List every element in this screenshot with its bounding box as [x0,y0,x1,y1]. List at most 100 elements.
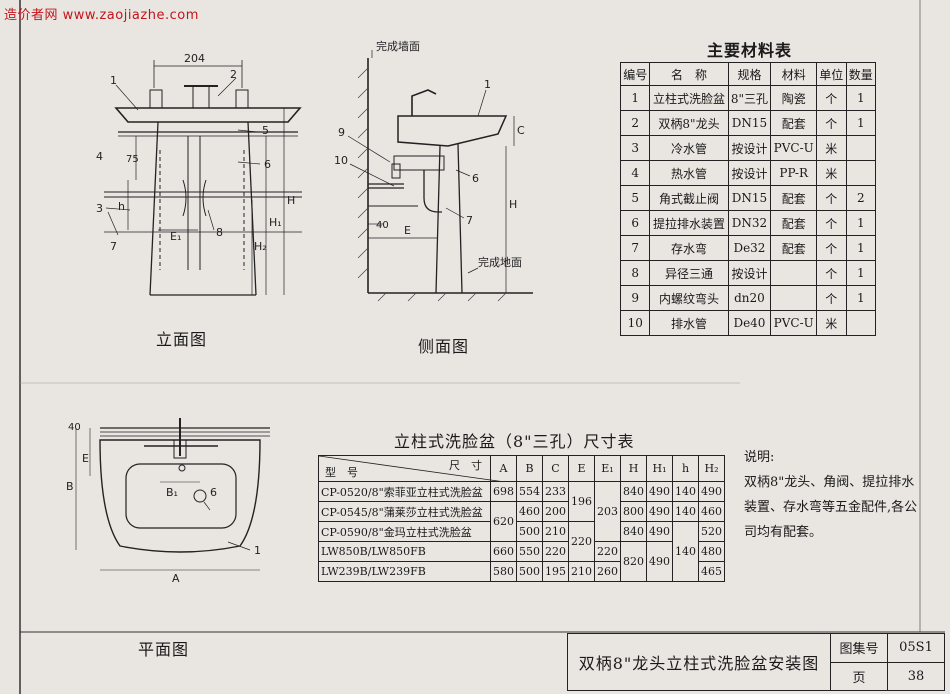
atlas-number: 05S1 [887,633,945,663]
cell-H: 820 [620,541,647,582]
cell-H1: 490 [646,541,673,582]
cell-A: 660 [490,541,517,562]
cell-name: 立柱式洗脸盆 [649,85,729,111]
model-cell: LW850B/LW850FB [318,541,491,562]
cell-no: 5 [619,185,651,211]
cell-B: 550 [516,541,543,562]
col-H: H [620,455,647,482]
materials-table-header: 编号 名 称 规格 材料 单位 数量 [619,62,877,86]
atlas-label: 图集号 [830,633,888,663]
cell-unit: 个 [816,210,847,236]
cell-H2: 465 [698,561,725,582]
cell-H2: 480 [698,541,725,562]
dim-header-corner: 尺 寸 型 号 [318,455,505,482]
cell-h: 140 [672,521,699,582]
dimension-table: 尺 寸 型 号 A B C E E₁ H H₁ h H₂ CP-0520/8"索… [318,455,725,582]
elev-label-3: 3 [96,202,103,215]
cell-name: 热水管 [649,160,729,186]
cell-H1: 490 [646,501,673,522]
cell-qty [845,160,877,186]
cell-H1: 490 [646,521,673,542]
table-row: LW850B/LW850FB 660 550 220 220 820 490 4… [318,541,725,582]
drawing-title: 双柄8"龙头立柱式洗脸盆安装图 [567,633,831,691]
cell-spec: 按设计 [727,260,772,286]
cell-H2: 520 [698,521,725,542]
page-label: 页 [830,661,888,691]
cell-material: 配套 [770,185,818,211]
dim-75: 75 [126,154,139,165]
cell-unit: 个 [816,185,847,211]
cell-C: 233 [542,481,569,502]
dim-40-side: 40 [376,220,389,231]
plan-dim-A: A [172,572,180,585]
elev-label-5: 5 [262,124,269,137]
cell-no: 7 [619,235,651,261]
table-row: CP-0590/8"金玛立柱式洗脸盆 500 210 220 840 490 1… [318,521,725,582]
cell-C: 195 [542,561,569,582]
elev-label-4: 4 [96,150,103,163]
cell-unit: 个 [816,110,847,136]
cell-spec: DN15 [727,185,772,211]
cell-A: 620 [490,501,517,542]
cell-material [770,285,818,311]
cell-C: 200 [542,501,569,522]
cell-name: 冷水管 [649,135,729,161]
dim-E-side: E [404,224,411,237]
cell-H1: 490 [646,481,673,502]
cell-name: 双柄8"龙头 [649,110,729,136]
corner-bottom: 型 号 [325,466,358,479]
side-label-1: 1 [484,78,491,91]
side-view-drawing: C H E 40 完成墙面 完成地面 1 6 7 9 10 [334,39,533,302]
cell-E1: 260 [594,561,621,582]
cell-unit: 个 [816,235,847,261]
col-name: 名 称 [649,62,729,86]
col-no: 编号 [619,62,651,86]
cell-material: 配套 [770,210,818,236]
dim-204: 204 [184,52,205,65]
floor-label: 完成地面 [478,255,522,269]
plan-dim-E: E [82,452,89,465]
cell-no: 4 [619,160,651,186]
plan-dim-40: 40 [68,422,81,433]
dimension-table-title: 立柱式洗脸盆（8"三孔）尺寸表 [394,432,635,451]
cell-B: 554 [516,481,543,502]
cell-no: 1 [619,85,651,111]
cell-E: 210 [568,561,595,582]
model-cell: CP-0590/8"金玛立柱式洗脸盆 [318,521,491,542]
cell-E1: 203 [594,481,621,542]
cell-no: 8 [619,260,651,286]
cell-no: 10 [619,310,651,336]
cell-name: 异径三通 [649,260,729,286]
col-H1: H₁ [646,455,673,482]
dim-h: h [118,200,125,213]
cell-h: 140 [672,481,699,502]
col-material: 材料 [770,62,818,86]
cell-no: 2 [619,110,651,136]
cell-spec: 按设计 [727,135,772,161]
cell-no: 6 [619,210,651,236]
cell-name: 提拉排水装置 [649,210,729,236]
model-cell: CP-0520/8"索菲亚立柱式洗脸盆 [318,481,491,502]
model-cell: CP-0545/8"蒲莱莎立柱式洗脸盆 [318,501,491,522]
plan-label-6: 6 [210,486,217,499]
cell-spec: dn20 [727,285,772,311]
cell-unit: 米 [816,160,847,186]
cell-C: 220 [542,541,569,562]
col-C: C [542,455,569,482]
side-label-6: 6 [472,172,479,185]
cell-material: 配套 [770,110,818,136]
notes-text: 双柄8"龙头、角阀、提拉排水装置、存水弯等五金配件,各公司均有配套。 [744,475,918,540]
cell-E: 220 [568,521,595,562]
notes-title: 说明: [744,450,775,465]
dimension-table-header: 尺 寸 型 号 A B C E E₁ H H₁ h H₂ [318,455,725,482]
cell-material: PVC-U [770,310,818,336]
plan-dim-B: B [66,480,74,493]
corner-top: 尺 寸 [449,459,482,472]
